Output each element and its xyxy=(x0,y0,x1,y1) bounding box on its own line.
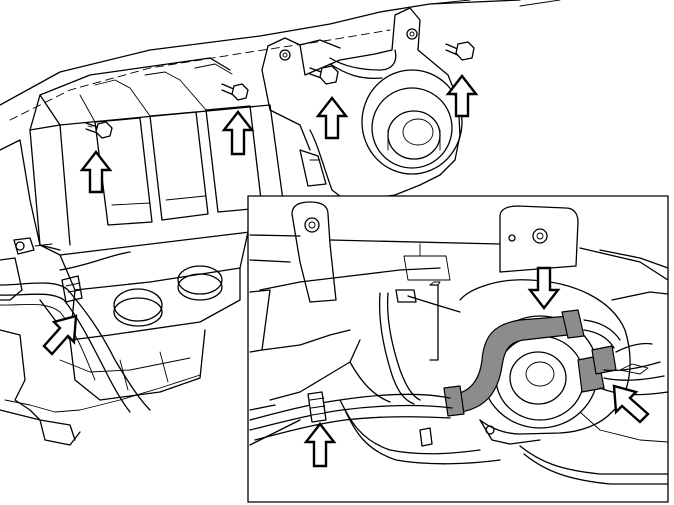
blower-wheel-outline xyxy=(361,69,463,175)
detail-tube-clamp-top xyxy=(561,309,585,339)
main-view xyxy=(0,0,561,446)
bolt-center-left xyxy=(221,83,249,101)
dashboard-edge xyxy=(0,0,521,106)
detail-tube-clamp-bottom xyxy=(443,385,465,417)
detail-inset xyxy=(247,195,669,503)
down-arrow-icon-cooling-tube xyxy=(527,266,561,310)
blower-housing xyxy=(261,7,461,201)
bolt-right xyxy=(445,41,475,61)
detail-blower-housing xyxy=(459,279,631,435)
duct-port-left xyxy=(113,288,163,322)
diagonal-arrow-icon-connector xyxy=(612,384,650,424)
up-arrow-icon-bolt-left xyxy=(79,150,113,194)
duct-port-right xyxy=(177,265,223,295)
detail-bracket-left xyxy=(291,201,337,303)
heater-case-left xyxy=(0,139,61,251)
up-arrow-icon-bolt-right xyxy=(445,74,479,118)
detail-bracket-right xyxy=(499,205,579,273)
bolt-center-right xyxy=(309,65,339,85)
bolt-left xyxy=(85,121,113,139)
up-arrow-icon-bolt-center-right xyxy=(315,96,349,140)
detail-blower-motor xyxy=(509,351,567,405)
up-arrow-icon-bolt-center-left xyxy=(221,110,255,156)
left-wire-harness xyxy=(0,282,151,411)
heater-vent-grille xyxy=(79,63,263,226)
diagonal-arrow-icon-harness-clip xyxy=(42,314,78,356)
up-arrow-icon-harness-clip xyxy=(303,422,337,468)
